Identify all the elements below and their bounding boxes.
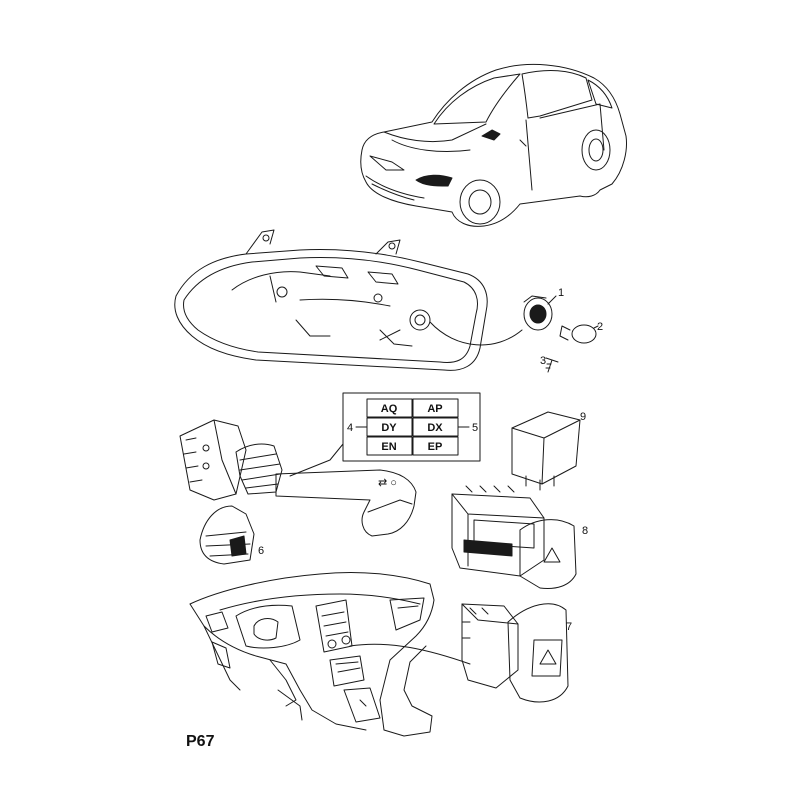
bulb — [560, 325, 596, 343]
callout-9: 9 — [580, 411, 586, 423]
stalk-marking: ⇄ ○ — [378, 477, 397, 489]
callout-8: 8 — [582, 525, 588, 537]
code-cell-dx: DX — [427, 422, 443, 434]
leader-1 — [548, 296, 556, 304]
relay — [512, 412, 580, 490]
dashboard-illustration — [190, 572, 434, 736]
page-code: P67 — [186, 733, 215, 750]
leader-line-lamp — [430, 322, 522, 345]
combination-switch: ⇄ ○ — [180, 420, 416, 536]
bulb-holder — [524, 296, 552, 330]
code-cell-dy: DY — [381, 422, 397, 434]
callout-2: 2 — [597, 321, 603, 333]
callout-5: 5 — [472, 422, 478, 434]
rubber-boot — [200, 506, 254, 564]
leader-table — [290, 444, 343, 476]
variant-code-table: AQ DY EN AP DX EP — [343, 393, 480, 461]
headlamp-unit — [175, 230, 487, 370]
code-cell-en: EN — [381, 441, 396, 453]
callout-6: 6 — [258, 545, 264, 557]
code-cell-ep: EP — [428, 441, 443, 453]
hazard-switch — [462, 604, 568, 702]
car-illustration — [361, 64, 627, 226]
code-cell-aq: AQ — [381, 403, 398, 415]
callout-1: 1 — [558, 287, 564, 299]
callout-4: 4 — [347, 422, 353, 434]
callout-3: 3 — [540, 355, 546, 367]
callout-7: 7 — [566, 621, 572, 633]
screw — [546, 358, 558, 372]
hazard-switch-assembly — [452, 486, 576, 588]
leader-line-dash — [350, 644, 470, 664]
code-cell-ap: AP — [427, 403, 442, 415]
leader-2 — [594, 326, 598, 328]
